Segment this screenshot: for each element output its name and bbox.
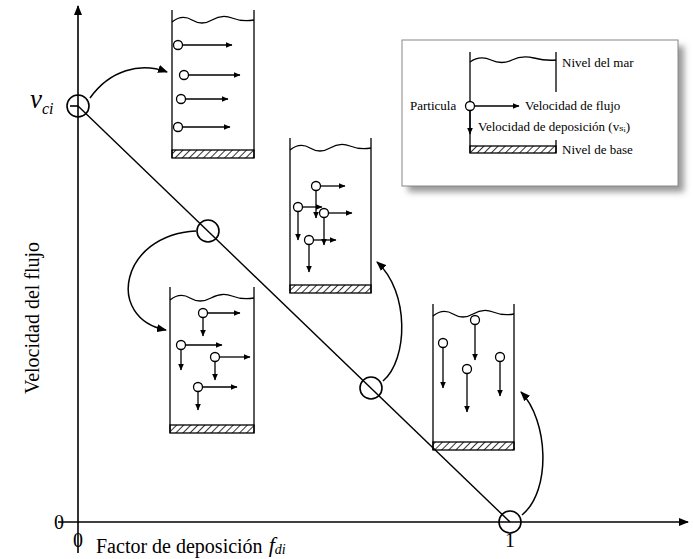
legend-label: Nivel de base bbox=[562, 143, 633, 156]
panel-deposition bbox=[433, 304, 514, 450]
axes bbox=[58, 6, 688, 553]
legend-label: Nivel del mar bbox=[562, 56, 633, 69]
panel-flow bbox=[172, 10, 254, 158]
tick-label: 0 bbox=[73, 530, 83, 550]
legend-box bbox=[402, 40, 684, 192]
axis-subscript: di bbox=[275, 543, 286, 557]
legend-label: Velocidad de deposición (vₛᵢ) bbox=[478, 120, 630, 133]
tick-label: 0 bbox=[54, 512, 64, 532]
axis-title: Velocidad del flujo bbox=[22, 242, 42, 394]
panel-mixed-flow bbox=[170, 287, 254, 433]
legend-label: Velocidad de flujo bbox=[525, 99, 620, 112]
axis-subscript: ci bbox=[42, 101, 54, 117]
axis-title: Factor de deposición bbox=[96, 536, 263, 556]
panel-balanced bbox=[290, 138, 371, 293]
axis-symbol: f bbox=[269, 534, 275, 556]
tick-label: 1 bbox=[505, 530, 515, 550]
axis-symbol: v bbox=[30, 86, 42, 113]
legend-label: Particula bbox=[410, 99, 456, 112]
